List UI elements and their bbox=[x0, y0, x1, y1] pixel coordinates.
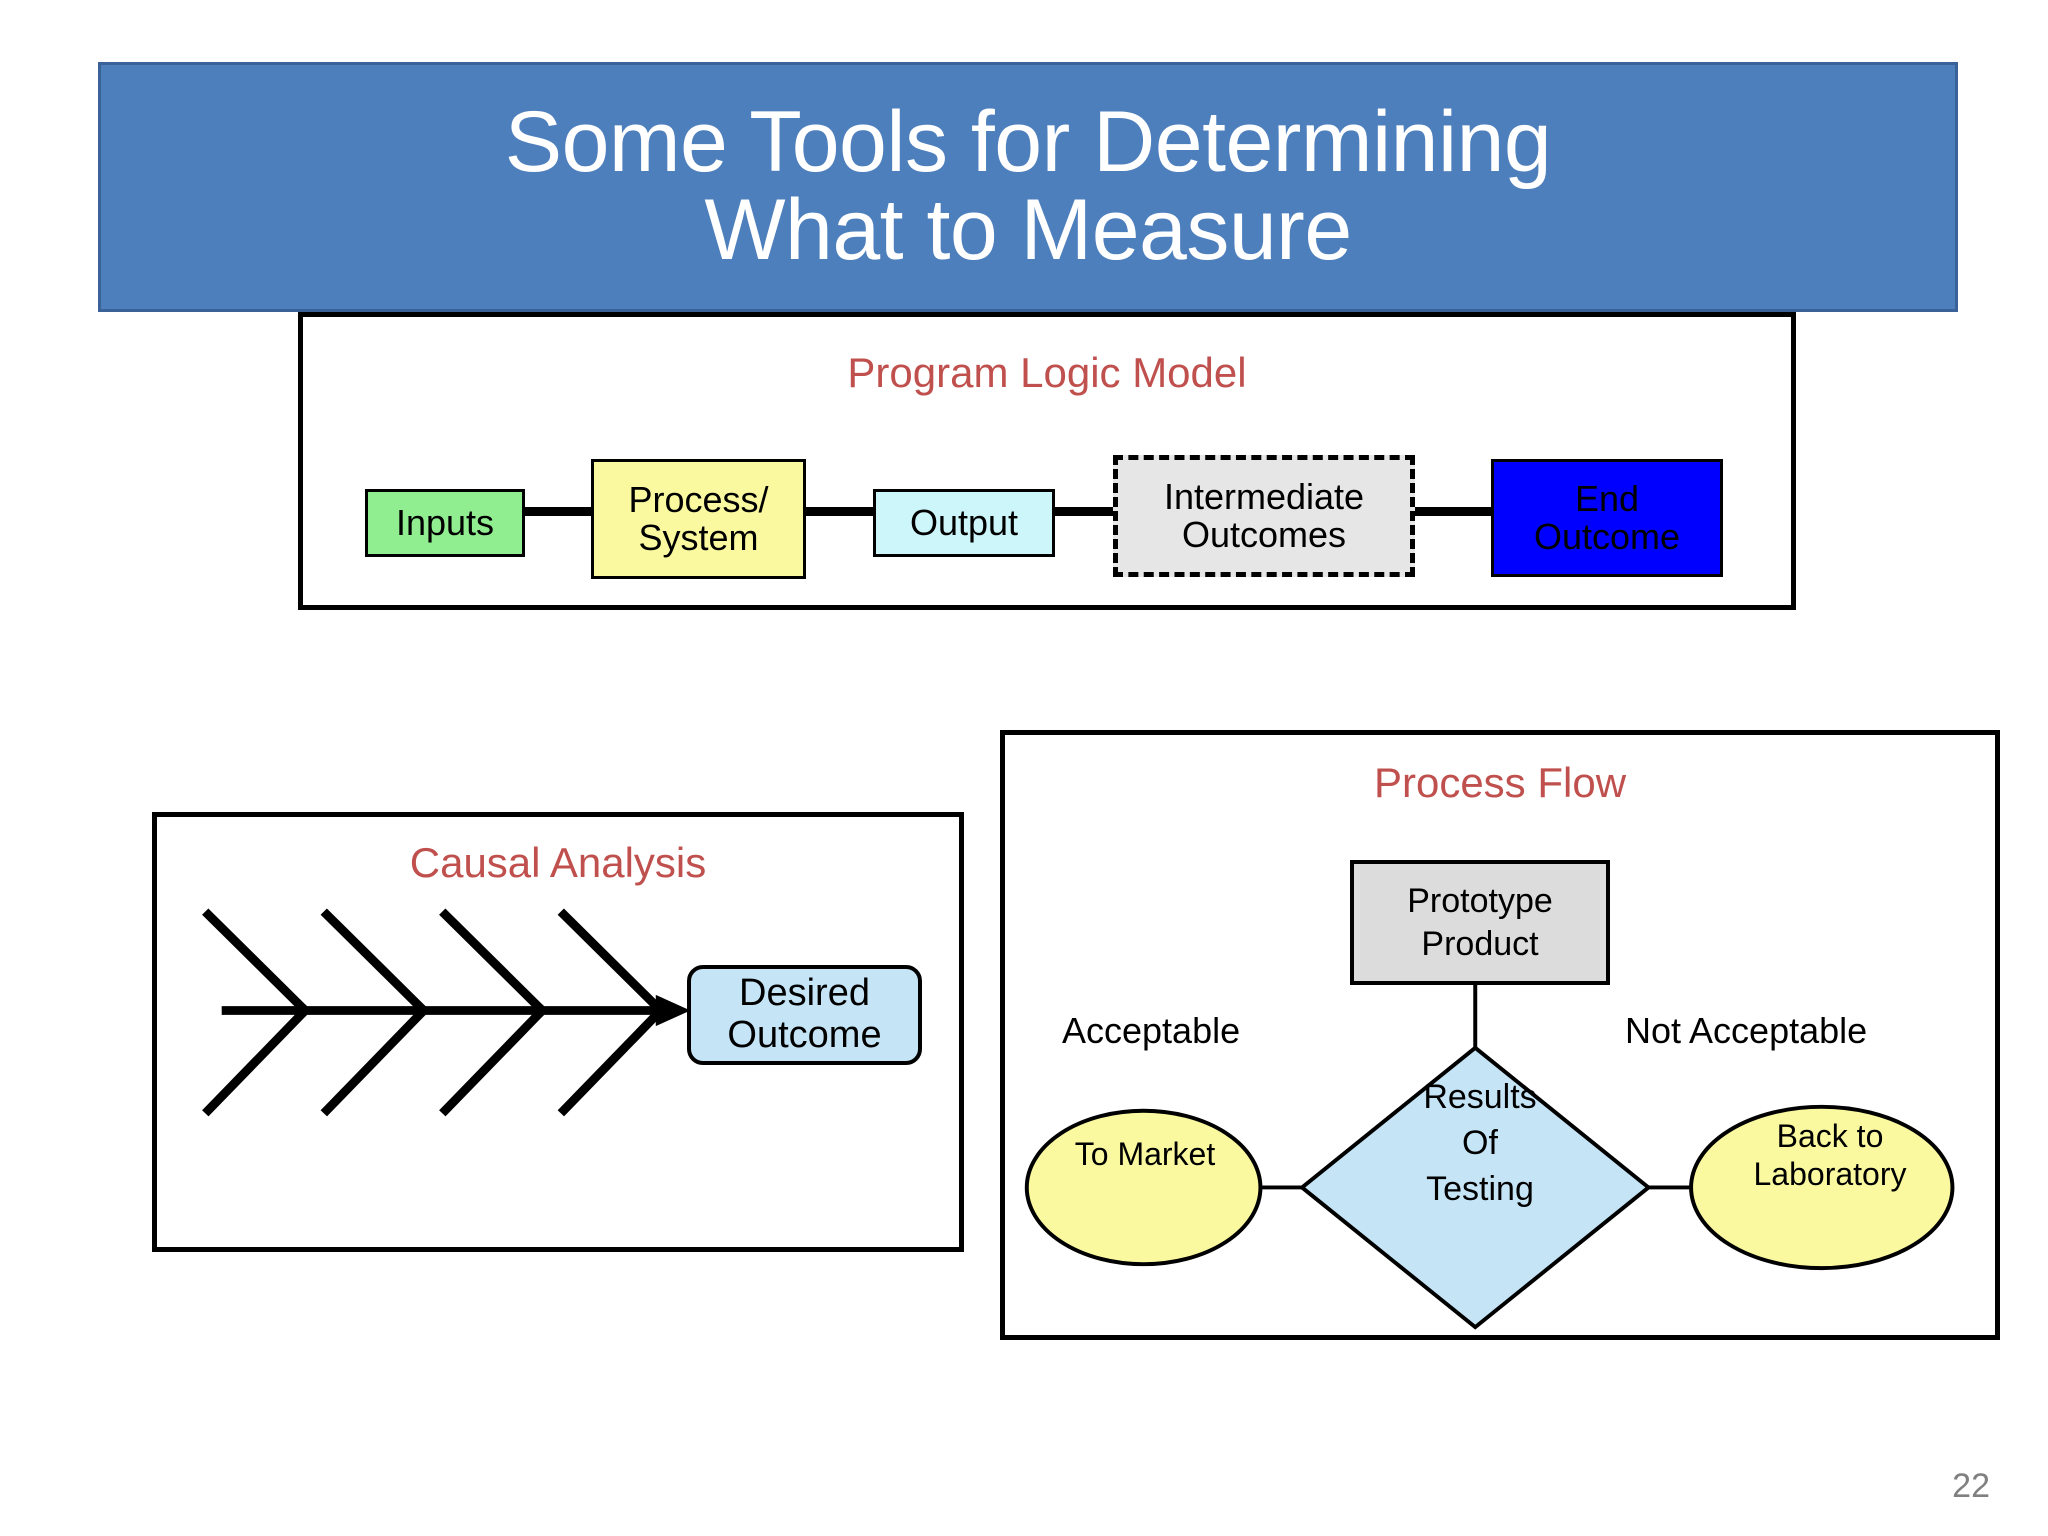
causal-analysis-title: Causal Analysis bbox=[409, 839, 707, 886]
logic-step-intermediate-outcomes[interactable]: Intermediate Outcomes bbox=[1113, 455, 1415, 577]
program-logic-model-panel: Program Logic Model Inputs Process/ Syst… bbox=[298, 312, 1796, 610]
logic-step-intermediate-label-1: Intermediate bbox=[1163, 475, 1365, 517]
decision-diamond bbox=[1298, 1045, 1652, 1330]
connector-inputs-to-process bbox=[513, 507, 603, 516]
connector-process-to-output bbox=[795, 507, 885, 516]
logic-step-process-label-1: Process/ bbox=[628, 478, 769, 520]
fishbone-upper-bone-2 bbox=[320, 908, 430, 1017]
program-logic-model-title: Program Logic Model bbox=[847, 349, 1247, 396]
connector-intermediate-to-end bbox=[1405, 507, 1503, 516]
branch-label-not-acceptable: Not Acceptable bbox=[1625, 1010, 1868, 1051]
desired-outcome-box[interactable]: Desired Outcome bbox=[687, 965, 922, 1065]
logic-step-process-label-2: System bbox=[638, 517, 759, 558]
outcome-ellipse-back-to-laboratory bbox=[1689, 1104, 1955, 1271]
title-line-2: What to Measure bbox=[704, 182, 1352, 278]
prototype-product-label-1: Prototype bbox=[1407, 882, 1553, 920]
process-flow-title: Process Flow bbox=[1373, 759, 1627, 806]
logic-step-process-system[interactable]: Process/ System bbox=[591, 459, 806, 579]
fishbone-arrow-head bbox=[655, 994, 691, 1027]
process-flow-diagram bbox=[1024, 980, 1955, 1330]
branch-label-acceptable: Acceptable bbox=[1062, 1010, 1241, 1051]
logic-step-inputs-label: Inputs bbox=[395, 501, 495, 543]
logic-step-end-outcome[interactable]: End Outcome bbox=[1491, 459, 1723, 577]
fishbone-upper-bone-4 bbox=[557, 908, 668, 1017]
desired-outcome-label-1: Desired bbox=[739, 972, 870, 1015]
logic-step-end-label-1: End bbox=[1574, 477, 1640, 519]
fishbone-upper-bone-3 bbox=[439, 908, 549, 1017]
logic-step-output-label: Output bbox=[909, 501, 1019, 543]
program-logic-model-flow: Inputs Process/ System Output Intermedia… bbox=[303, 445, 1791, 585]
prototype-product-label-2: Product bbox=[1421, 924, 1539, 963]
causal-analysis-panel: Causal Analysis Desired Outcome bbox=[152, 812, 964, 1252]
logic-step-output[interactable]: Output bbox=[873, 489, 1055, 557]
desired-outcome-label-2: Outcome bbox=[727, 1014, 882, 1056]
fishbone-upper-bone-1 bbox=[202, 908, 312, 1017]
outcome-ellipse-to-market bbox=[1024, 1108, 1263, 1267]
title-line-1: Some Tools for Determining bbox=[504, 94, 1552, 191]
fishbone-lower-bone-2 bbox=[320, 1004, 430, 1117]
page-number: 22 bbox=[1952, 1467, 1990, 1505]
logic-step-intermediate-label-2: Outcomes bbox=[1181, 514, 1347, 555]
fishbone-lower-bone-1 bbox=[202, 1004, 312, 1117]
connector-output-to-intermediate bbox=[1045, 507, 1125, 516]
fishbone-lower-bone-4 bbox=[557, 1004, 668, 1117]
process-flow-panel: Process Flow Prototype Product Results O… bbox=[1000, 730, 2000, 1340]
slide-title-banner: Some Tools for Determining What to Measu… bbox=[98, 62, 1958, 312]
logic-step-inputs[interactable]: Inputs bbox=[365, 489, 525, 557]
prototype-product-box[interactable]: Prototype Product bbox=[1350, 860, 1610, 985]
fishbone-diagram bbox=[202, 908, 691, 1117]
logic-step-end-label-2: Outcome bbox=[1533, 516, 1681, 557]
fishbone-lower-bone-3 bbox=[439, 1004, 549, 1117]
